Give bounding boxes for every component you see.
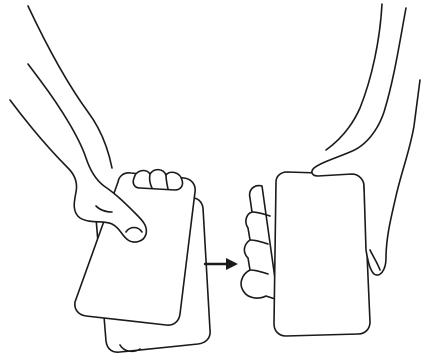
right-hand-with-single-card	[241, 4, 420, 336]
right-arm-left-edge	[326, 4, 382, 150]
left-top-fingers	[133, 170, 182, 190]
single-card	[274, 172, 370, 336]
right-left-fingers	[241, 186, 278, 300]
left-hand-with-card-stack	[10, 6, 210, 352]
left-hand	[10, 64, 146, 242]
right-arrow-icon	[205, 258, 238, 270]
